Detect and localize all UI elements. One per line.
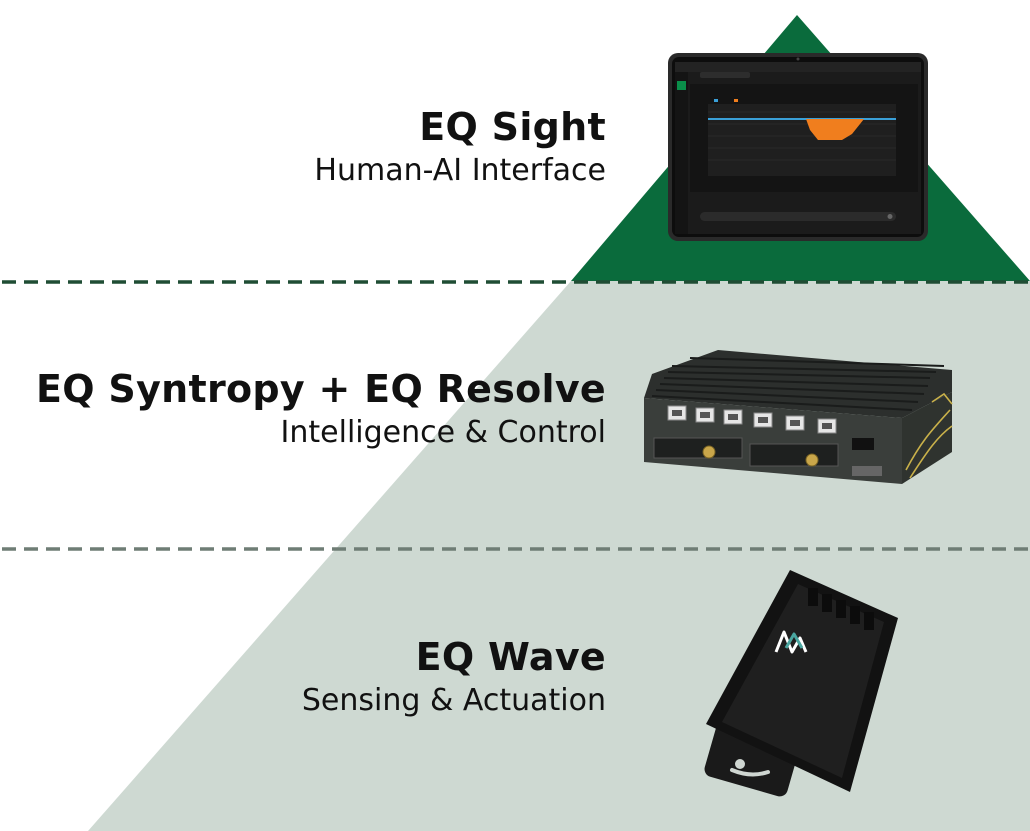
tier-subtitle: Intelligence & Control [280,415,606,450]
tier-title: EQ Sight [419,105,606,149]
tier-eq-syntropy-resolve: EQ Syntropy + EQ Resolve Intelligence & … [36,366,606,452]
tier-title: EQ Syntropy + EQ Resolve [36,367,606,411]
tier-title: EQ Wave [415,635,606,679]
eq-wave-sensor-icon [704,570,898,797]
edge-computer-icon [644,350,953,484]
tablet-screen-icon [668,53,928,241]
tier-subtitle: Sensing & Actuation [301,683,606,718]
tier-eq-wave: EQ Wave Sensing & Actuation [302,634,606,720]
tier-subtitle: Human-AI Interface [314,153,606,188]
tier-eq-sight: EQ Sight Human-AI Interface [314,104,606,190]
